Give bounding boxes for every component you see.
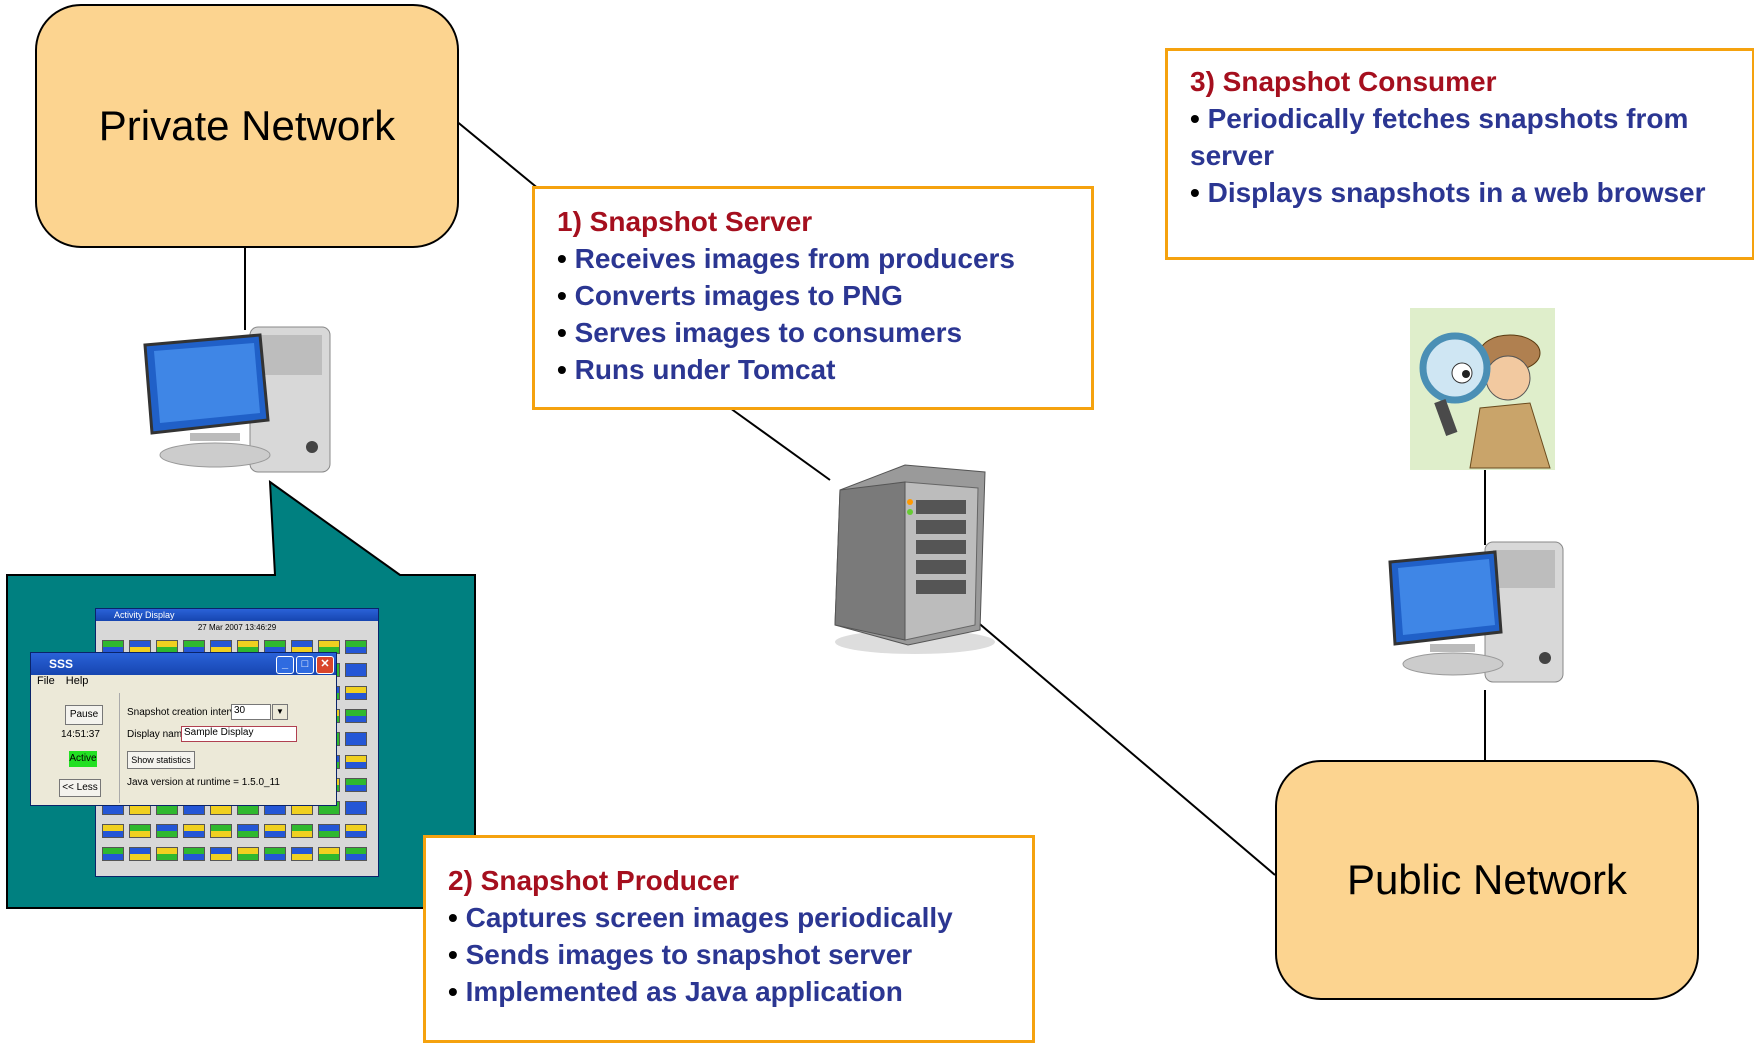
display-name-label: Display name: <box>127 729 191 740</box>
interval-field[interactable]: 30 <box>231 704 271 720</box>
consumer-bullet-2: • Displays snapshots in a web browser <box>1190 177 1706 208</box>
snapshot-producer-callout: 2) Snapshot Producer • Captures screen i… <box>423 835 1035 1043</box>
server-icon <box>834 464 995 654</box>
activity-cell <box>345 709 367 723</box>
activity-cell <box>318 824 340 838</box>
maximize-icon[interactable]: □ <box>296 656 314 674</box>
activity-cell <box>264 824 286 838</box>
close-icon[interactable]: ✕ <box>316 656 334 674</box>
server-bullet-2: • Converts images to PNG <box>557 280 903 311</box>
activity-cell <box>129 824 151 838</box>
activity-cell <box>345 732 367 746</box>
less-button[interactable]: << Less <box>59 779 101 797</box>
sss-title-bar: SSS _ □ ✕ <box>31 653 336 675</box>
public-network-label: Public Network <box>1346 856 1628 903</box>
consumer-computer-icon <box>1388 541 1564 683</box>
callout-to-server-line <box>729 407 831 481</box>
activity-cell <box>264 847 286 861</box>
activity-cell <box>345 686 367 700</box>
activity-cell <box>156 847 178 861</box>
producer-bullet-3: • Implemented as Java application <box>448 976 903 1007</box>
snapshot-consumer-callout: 3) Snapshot Consumer • Periodically fetc… <box>1165 48 1754 260</box>
server-to-public-line <box>974 619 1276 876</box>
producer-callout-title: 2) Snapshot Producer <box>448 865 739 896</box>
consumer-bullet-1: • Periodically fetches snapshots from se… <box>1190 103 1689 171</box>
activity-cell <box>129 847 151 861</box>
activity-cell <box>345 801 367 815</box>
activity-cell <box>345 755 367 769</box>
sss-title: SSS <box>49 657 74 671</box>
activity-cell <box>102 847 124 861</box>
server-callout-title: 1) Snapshot Server <box>557 206 813 237</box>
detective-icon <box>1410 308 1555 470</box>
private-network-node: Private Network <box>35 4 459 248</box>
server-bullet-3: • Serves images to consumers <box>557 317 963 348</box>
interval-dropdown-icon[interactable]: ▼ <box>272 704 288 720</box>
activity-cell <box>183 824 205 838</box>
activity-cell <box>345 663 367 677</box>
server-bullet-4: • Runs under Tomcat <box>557 354 836 385</box>
show-statistics-button[interactable]: Show statistics <box>127 751 195 769</box>
pause-button[interactable]: Pause <box>65 705 103 725</box>
java-version-text: Java version at runtime = 1.5.0_11 <box>127 777 280 788</box>
menu-file[interactable]: File <box>37 675 55 687</box>
activity-cell <box>291 824 313 838</box>
activity-cell <box>345 847 367 861</box>
activity-cell <box>291 847 313 861</box>
display-name-field[interactable]: Sample Display <box>181 726 297 742</box>
activity-cell <box>210 824 232 838</box>
interval-label: Snapshot creation interval: <box>127 707 246 718</box>
menu-help[interactable]: Help <box>65 675 89 687</box>
activity-cell <box>237 847 259 861</box>
clock-time: 14:51:37 <box>61 729 100 740</box>
activity-cell <box>237 824 259 838</box>
activity-cell <box>345 778 367 792</box>
status-badge: Active <box>69 751 97 767</box>
activity-cell <box>102 824 124 838</box>
producer-bullet-1: • Captures screen images periodically <box>448 902 953 933</box>
activity-cell <box>345 640 367 654</box>
activity-cell <box>210 847 232 861</box>
activity-display-date: 27 Mar 2007 13:46:29 <box>197 623 277 632</box>
panel-divider <box>119 693 120 803</box>
producer-computer-icon <box>143 326 331 473</box>
server-bullet-1: • Receives images from producers <box>557 243 1016 274</box>
public-network-node: Public Network <box>1275 760 1699 1000</box>
private-network-label: Private Network <box>98 102 396 149</box>
snapshot-server-callout: 1) Snapshot Server • Receives images fro… <box>532 186 1094 410</box>
activity-cell <box>156 824 178 838</box>
activity-cell <box>318 847 340 861</box>
activity-display-title: Activity Display <box>96 609 378 621</box>
activity-cell <box>345 824 367 838</box>
consumer-callout-title: 3) Snapshot Consumer <box>1190 66 1497 97</box>
private-to-server-line <box>454 119 541 191</box>
minimize-icon[interactable]: _ <box>276 656 294 674</box>
activity-cell <box>183 847 205 861</box>
sss-window: SSS _ □ ✕ File Help Pause 14:51:37 Activ… <box>30 652 337 806</box>
sss-menu-bar: File Help <box>31 675 336 691</box>
producer-bullet-2: • Sends images to snapshot server <box>448 939 913 970</box>
